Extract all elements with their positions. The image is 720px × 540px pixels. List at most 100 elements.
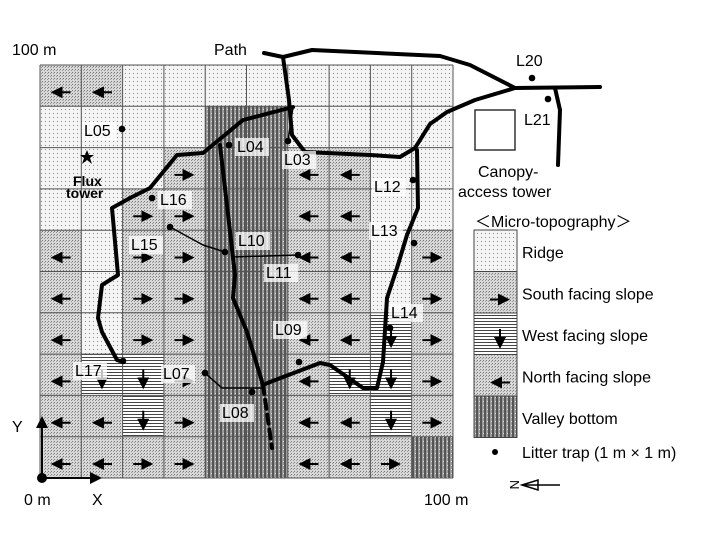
cell-north-facing-slope <box>287 395 330 437</box>
trap-label-bg <box>273 321 307 339</box>
cell-north-facing-slope <box>287 436 330 478</box>
trap-label: L15 <box>131 237 158 254</box>
cell-ridge <box>287 106 330 148</box>
axis-x-label: X <box>92 492 103 509</box>
trap-label-bg <box>264 264 298 282</box>
cell-north-facing-slope <box>329 395 371 437</box>
litter-trap-l13 <box>410 239 418 247</box>
cell-south-facing-slope <box>411 395 453 437</box>
litter-trap-l09 <box>295 358 303 366</box>
cell-south-facing-slope <box>163 312 206 355</box>
cell-ridge <box>329 106 371 148</box>
cell-north-facing-slope <box>40 312 82 355</box>
cell-valley-bottom <box>205 271 247 313</box>
cell-ridge <box>370 106 412 148</box>
trap-label-bg <box>82 122 116 140</box>
trap-label: L20 <box>516 53 543 70</box>
east-path <box>261 148 420 390</box>
litter-trap-l15 <box>166 223 174 231</box>
litter-trap-l17 <box>119 357 127 365</box>
north-arrow-icon: N <box>507 478 560 492</box>
tower-path <box>553 86 562 167</box>
trap-label-bg <box>235 138 269 156</box>
cell-north-facing-slope <box>40 65 82 107</box>
trap-label-bg <box>369 222 403 240</box>
valley-path-dashed <box>261 383 274 450</box>
cell-ridge <box>81 188 123 231</box>
axis-arrows <box>36 416 102 484</box>
flux-tower-label-2: tower <box>66 185 104 201</box>
legend-label-ridge: Ridge <box>522 245 564 262</box>
trap-label: L11 <box>266 265 292 282</box>
l07-line <box>204 372 264 389</box>
cell-north-facing-slope <box>81 65 123 107</box>
litter-traps: L03L04L05L07L08L09L10L11L12L13L14L15L16L… <box>73 53 552 422</box>
litter-trap-l14 <box>386 324 394 332</box>
cell-ridge <box>411 65 453 107</box>
axis-top-left-label: 100 m <box>12 42 56 59</box>
trap-label: L03 <box>284 152 311 169</box>
trap-label-bg <box>236 232 270 250</box>
litter-trap-l08 <box>248 388 256 396</box>
cell-north-facing-slope <box>40 436 82 478</box>
litter-trap-l07 <box>201 369 209 377</box>
trap-label-bg <box>73 362 107 380</box>
cell-valley-bottom <box>411 436 453 478</box>
trap-label: L05 <box>84 123 111 140</box>
cell-north-facing-slope <box>329 230 371 272</box>
cell-south-facing-slope <box>163 436 206 478</box>
trap-label: L07 <box>163 366 190 383</box>
legend-label-valley-bottom: Valley bottom <box>522 411 618 428</box>
trap-label: L14 <box>391 305 418 322</box>
axis-y-label: Y <box>12 419 23 436</box>
litter-trap-l04 <box>225 141 233 149</box>
cell-north-facing-slope <box>329 436 371 478</box>
cell-north-facing-slope <box>329 271 371 313</box>
cell-ridge <box>163 106 206 148</box>
axis-origin-label: 0 m <box>24 492 51 509</box>
trap-label: L10 <box>238 233 265 250</box>
cell-north-facing-slope <box>81 395 123 437</box>
cell-south-facing-slope <box>411 230 453 272</box>
litter-trap-l21 <box>544 95 552 103</box>
cell-valley-bottom <box>205 354 247 396</box>
trap-label: L08 <box>222 405 249 422</box>
valley-path <box>218 143 265 387</box>
l15-line <box>169 226 226 253</box>
path-label: Path <box>214 42 247 59</box>
cell-north-facing-slope <box>329 312 371 355</box>
cell-ridge <box>40 188 82 231</box>
trap-label: L21 <box>524 112 551 129</box>
trap-label: L09 <box>275 322 302 339</box>
trap-label-bg <box>158 191 192 209</box>
cell-ridge <box>40 147 82 189</box>
litter-trap-l16 <box>148 194 156 202</box>
l03-line <box>287 106 294 142</box>
cell-south-facing-slope <box>122 271 164 313</box>
litter-trap-l05 <box>118 125 126 133</box>
trap-label: L12 <box>374 179 401 196</box>
cell-north-facing-slope <box>329 188 371 231</box>
cell-valley-bottom <box>246 436 288 478</box>
litter-trap-l03 <box>284 137 292 145</box>
canopy-tower-label: Canopy- <box>478 164 538 181</box>
axis-x-end-label: 100 m <box>424 492 468 509</box>
litter-trap-l20 <box>528 74 536 82</box>
legend-swatch-ridge <box>473 229 518 272</box>
cell-north-facing-slope <box>40 395 82 437</box>
west-path <box>96 105 295 364</box>
cell-north-facing-slope <box>40 271 82 313</box>
cell-south-facing-slope <box>163 271 206 313</box>
cell-ridge <box>40 106 82 148</box>
litter-trap-l11 <box>294 251 302 259</box>
l10-line <box>231 254 299 258</box>
cell-north-facing-slope <box>40 230 82 272</box>
paths <box>96 48 602 450</box>
legend-swatch-north-facing-slope <box>473 354 518 397</box>
cell-north-facing-slope <box>81 436 123 478</box>
trap-label-bg <box>282 151 316 169</box>
canopy-tower-icon <box>474 109 516 151</box>
legend-label-west-facing-slope: West facing slope <box>522 328 648 345</box>
